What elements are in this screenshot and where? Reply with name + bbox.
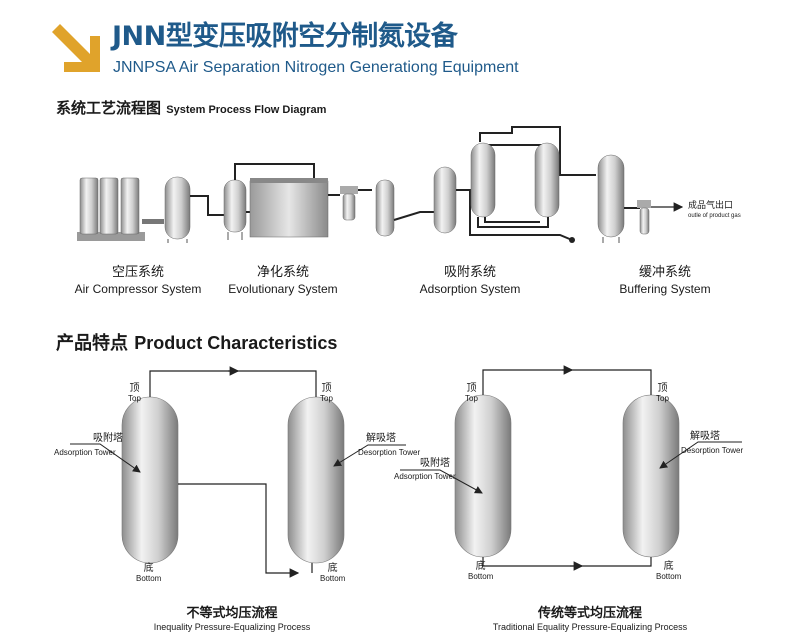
left-desorption-tower-label-en: Desorption Tower (358, 448, 421, 457)
characteristics-section-title: 产品特点 Product Characteristics (56, 329, 337, 355)
process-flow-diagram (77, 126, 684, 243)
traditional-process-diagram (400, 365, 742, 571)
system-label-en: Adsorption System (419, 282, 521, 296)
right-adsorption-tower-label-en: Adsorption Tower (394, 472, 456, 481)
characteristics-title-cn: 产品特点 (56, 333, 128, 354)
left-adsorb-bottom-label: 底 Bottom (136, 563, 162, 583)
left-desorb-bottom-label: 底 Bottom (320, 563, 346, 583)
system-label-cn: 缓冲系统 (638, 265, 691, 280)
left-adsorption-tower-label-en: Adsorption Tower (54, 448, 116, 457)
system-label-en: Evolutionary System (228, 282, 338, 296)
left-diagram-caption: 不等式均压流程 Inequality Pressure-Equalizing P… (153, 606, 311, 632)
system-label-air-compressor: 空压系统 Air Compressor System (48, 264, 228, 298)
right-desorb-top-label: 顶 Top (656, 383, 669, 403)
left-desorption-tower-label: 解吸塔 (366, 433, 396, 444)
right-adsorb-bottom-label: 底 Bottom (468, 561, 494, 581)
page-subtitle: JNNPSA Air Separation Nitrogen Generatio… (113, 59, 519, 76)
left-adsorb-top-label: 顶 Top (128, 383, 141, 403)
process-section-title: 系统工艺流程图 System Process Flow Diagram (56, 97, 326, 118)
system-label-cn: 吸附系统 (443, 265, 496, 280)
right-desorption-tower-label: 解吸塔 (690, 431, 720, 442)
purification-unit (190, 163, 395, 240)
system-label-purification: 净化系统 Evolutionary System (193, 264, 373, 298)
logo-arrow-icon (52, 24, 100, 72)
left-desorb-top-label: 顶 Top (320, 383, 333, 403)
right-desorb-bottom-label: 底 Bottom (656, 561, 682, 581)
system-label-cn: 空压系统 (111, 265, 164, 280)
right-desorption-tower-label-en: Desorption Tower (681, 446, 744, 455)
inequality-process-diagram (70, 366, 406, 578)
system-label-buffering: 缓冲系统 Buffering System (575, 264, 755, 298)
buffer-unit (574, 154, 684, 243)
left-adsorption-tower-label: 吸附塔 (93, 433, 123, 444)
page-title: JNN型变压吸附空分制氮设备 (112, 21, 458, 52)
outlet-label-cn: 成品气出口 (688, 201, 734, 211)
process-title-en: System Process Flow Diagram (166, 104, 327, 116)
air-compressor-unit (77, 176, 191, 243)
right-diagram-caption: 传统等式均压流程 Traditional Equality Pressure-E… (492, 606, 688, 632)
right-adsorption-tower-label: 吸附塔 (420, 458, 450, 469)
system-label-en: Buffering System (619, 282, 711, 296)
system-label-adsorption: 吸附系统 Adsorption System (380, 264, 560, 298)
characteristics-title-en: Product Characteristics (134, 333, 338, 353)
system-label-en: Air Compressor System (74, 282, 202, 296)
system-label-cn: 净化系统 (256, 265, 309, 280)
adsorption-unit (393, 126, 575, 243)
right-adsorb-top-label: 顶 Top (465, 383, 478, 403)
outlet-label-en: outle of product gas (688, 213, 741, 219)
outlet-label: 成品气出口 outle of product gas (688, 201, 741, 221)
process-title-cn: 系统工艺流程图 (56, 99, 162, 117)
